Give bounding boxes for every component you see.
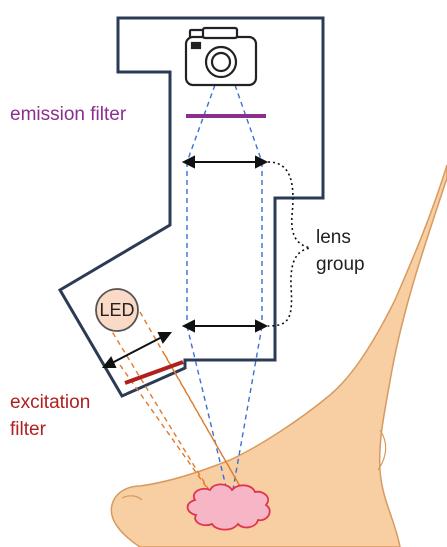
lens-group-label-line2: group <box>316 254 365 275</box>
foot-ankle-line <box>377 429 387 471</box>
excitation-filter-bar <box>124 360 184 385</box>
excitation-filter-label-line1: excitation <box>10 392 91 413</box>
excitation-filter-label-line2: filter <box>10 419 46 440</box>
excitation-light-path <box>107 311 246 496</box>
lesion-shape <box>186 483 271 531</box>
excitation-lens-arrow <box>101 332 173 368</box>
emission-filter-label: emission filter <box>10 104 127 125</box>
lower-lens-arrow <box>181 319 269 333</box>
led-label: LED <box>99 300 135 320</box>
lens-group-label-line1: lens <box>316 227 351 248</box>
foot-toe-line <box>121 495 143 501</box>
upper-lens-arrow <box>181 155 269 169</box>
lens-group-bracket <box>267 161 311 327</box>
camera-icon <box>184 26 258 87</box>
foot-shape <box>110 164 447 547</box>
emission-light-path <box>186 84 263 496</box>
led-icon <box>95 288 139 332</box>
